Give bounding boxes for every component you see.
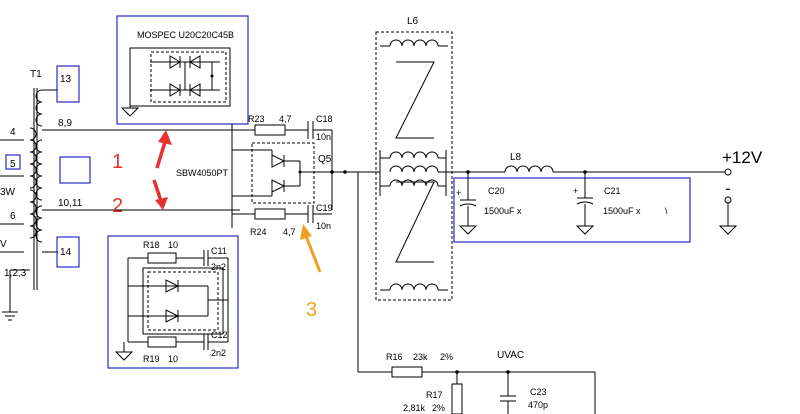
label-minus: - (725, 179, 731, 198)
orange-arrow-icon (300, 224, 312, 240)
label-uvac: UVAC (497, 350, 524, 361)
mospec-snubber-box: MOSPEC U20C20C45B (116, 15, 249, 125)
output-capacitors-box: + C20 1500uF x + C21 1500uF x \ (453, 170, 691, 243)
label-c20-value: 1500uF x (484, 206, 522, 216)
resistor-r24 (254, 208, 286, 220)
annotations: 1 2 3 (112, 130, 322, 321)
label-r23-value: 4,7 (279, 114, 292, 124)
resistor-r18 (147, 252, 177, 264)
label-r16-value: 23k (413, 352, 428, 362)
label-r17: R17 (426, 390, 443, 400)
label-pin13: 13 (60, 74, 72, 85)
label-l8: L8 (510, 152, 522, 163)
resistor-r19 (147, 336, 177, 348)
label-c21-value: 1500uF x (603, 206, 641, 216)
resistor-r16 (391, 366, 423, 378)
red-arrow-down-icon (155, 197, 168, 210)
red-arrow-up-icon (158, 130, 172, 145)
label-r17-value: 2,81k (403, 403, 426, 413)
label-q5: Q5 (318, 154, 332, 165)
label-r24: R24 (250, 227, 267, 237)
label-r24-value: 4,7 (283, 227, 296, 237)
label-v: V (0, 239, 7, 250)
label-r23: R23 (248, 114, 265, 124)
label-pin123: 1,2,3 (4, 268, 27, 279)
label-pin89: 8,9 (58, 118, 72, 129)
label-c11: C11 (211, 246, 227, 256)
label-r17-tolerance: 2% (432, 403, 445, 413)
rectifier-q5: Q5 SBW4050PT (176, 124, 380, 228)
r24-c19-branch: R24 4,7 C19 10n (232, 203, 333, 237)
resistor-r23 (254, 124, 286, 136)
label-c23-value: 470p (528, 400, 548, 410)
feedback-divider: R16 23k 2% UVAC R17 2,81k 2% C23 470p (357, 172, 596, 414)
lower-snubber-box: R18 10 C11 2n2 R19 10 C12 2n2 (107, 235, 239, 369)
label-c21: C21 (604, 186, 621, 196)
label-r18-value: 10 (168, 240, 178, 250)
annotation-3: 3 (306, 299, 317, 321)
output-l8: L8 +12V - (504, 148, 763, 235)
label-c20: C20 (488, 186, 505, 196)
label-r16-tolerance: 2% (440, 352, 453, 362)
label-c19: C19 (316, 203, 333, 213)
pin-box-13 (56, 65, 80, 103)
label-t1: T1 (30, 69, 42, 80)
resistor-r17 (451, 383, 463, 414)
pin-box-14 (56, 236, 80, 268)
label-c12: C12 (211, 330, 228, 340)
pin-box-5 (5, 154, 21, 170)
transformer-t1: T1 13 5 14 4 6 8,9 (0, 65, 240, 321)
label-mospec: MOSPEC U20C20C45B (137, 30, 234, 40)
svg-text:+: + (456, 188, 461, 198)
svg-text:+: + (573, 186, 578, 196)
terminal-plus12v (724, 168, 732, 176)
label-c18: C18 (316, 114, 333, 124)
label-r16: R16 (386, 352, 403, 362)
label-plus12v: +12V (722, 148, 763, 167)
label-3w: 3W (0, 187, 16, 198)
label-sbw4050pt: SBW4050PT (176, 168, 229, 178)
label-pin14: 14 (60, 247, 72, 258)
label-r18: R18 (143, 240, 160, 250)
label-pin6: 6 (10, 211, 16, 222)
label-c23: C23 (530, 387, 547, 397)
label-c18-value: 10n (316, 132, 331, 142)
label-c19-value: 10n (316, 221, 331, 231)
annotation-2: 2 (112, 195, 123, 217)
pin-box-5b (59, 156, 91, 184)
label-backslash: \ (665, 206, 668, 216)
inductor-l8 (504, 165, 554, 173)
label-pin4: 4 (10, 127, 16, 138)
label-r19-value: 10 (168, 354, 178, 364)
label-c12-value: 2n2 (211, 348, 226, 358)
r23-c18-branch: R23 4,7 C18 10n (232, 114, 333, 210)
label-pin5: 5 (10, 159, 16, 170)
label-r19: R19 (143, 354, 160, 364)
inductor-l6: L6 (375, 16, 505, 301)
label-l6: L6 (407, 16, 419, 27)
annotation-1: 1 (112, 151, 123, 173)
label-c11-value: 2n2 (211, 262, 226, 272)
label-pin1011: 10,11 (58, 198, 83, 209)
